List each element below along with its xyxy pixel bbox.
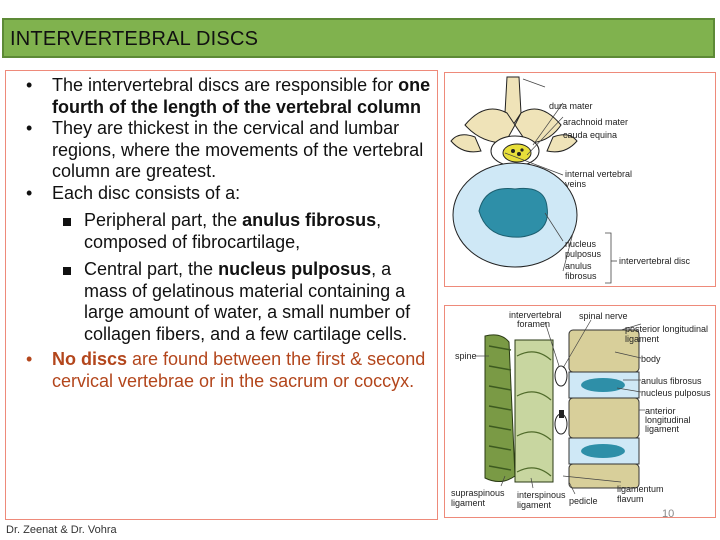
page-number: 10 [662,508,675,520]
sub-bullet-1-bold: anulus fibrosus [242,210,377,230]
sub-bullet-1-text: Peripheral part, the [84,210,243,230]
label-arachnoid-mater: arachnoid mater [563,117,629,127]
label-nucleus-2: pulposus [565,249,602,259]
label-pll-2: ligament [625,334,660,344]
label-spinal-nerve: spinal nerve [579,311,628,321]
bullet-dot: • [26,118,33,138]
square-bullet [63,218,71,226]
sub-bullet-2: Central part, the nucleus pulposus, a ma… [20,259,435,345]
footer-credit: Dr. Zeenat & Dr. Vohra [6,524,117,536]
label-all-3: ligament [645,424,680,434]
sagittal-section-illustration [475,319,645,495]
square-bullet [63,267,71,275]
label-anulus-1: anulus [565,261,592,271]
label-interspinous-1: interspinous [517,490,566,500]
label-pedicle: pedicle [569,496,598,506]
label-internal-veins-1: internal vertebral [565,169,633,179]
bullet-1-bold: one fourth of the length of the vertebra… [52,75,431,117]
sub-bullet-2-bold: nucleus pulposus [218,259,372,279]
sub-bullet-1: Peripheral part, the anulus fibrosus, co… [20,210,435,253]
label-all-2: longitudinal [645,415,691,425]
content-box [5,70,438,520]
sub-bullet-1-post: , composed of fibrocartilage, [84,210,382,252]
label-flavum-1: ligamentum [617,484,664,494]
bullet-1: • The intervertebral discs are responsib… [20,75,435,118]
label-foramen-1: intervertebral [509,310,562,320]
sub-bullet-2-post: , a mass of gelatinous material containi… [84,259,411,344]
label-spine: spine [455,351,477,361]
bullet-list: • The intervertebral discs are responsib… [20,75,435,392]
label-pll-1: posterior longitudinal [625,324,709,334]
figure-sagittal-section: intervertebral foramen spinal nerve post… [444,305,716,518]
disc-cross-section-illustration [450,76,617,284]
label-internal-veins-2: veins [565,179,587,189]
label-all-1: anterior [645,406,676,416]
label-anulus-2: fibrosus [565,271,597,281]
label-anulus-fibrosus: anulus fibrosus [641,376,702,386]
label-supraspinous-2: ligament [451,498,486,508]
bullet-3: • Each disc consists of a: [20,183,435,205]
label-intervertebral-disc: intervertebral disc [619,256,691,266]
title-bar: INTERVERTEBRAL DISCS [2,18,715,58]
label-nucleus-pulposus: nucleus pulposus [641,388,711,398]
sub-bullet-2-text: Central part, the [84,259,219,279]
bullet-dot: • [26,75,33,95]
label-foramen-2: foramen [517,319,551,329]
bullet-dot: • [26,349,33,369]
label-flavum-2: flavum [617,494,644,504]
figure-disc-cross-section: dura mater arachnoid mater cauda equina … [444,72,716,287]
bullet-2: • They are thickest in the cervical and … [20,118,435,183]
bullet-4: • No discs are found between the first &… [20,349,435,392]
label-supraspinous-1: supraspinous [451,488,505,498]
bullet-1-text: The intervertebral discs are responsible… [52,75,399,95]
label-interspinous-2: ligament [517,500,552,510]
slide-title: INTERVERTEBRAL DISCS [10,28,259,50]
label-body: body [641,354,661,364]
bullet-dot: • [26,182,33,203]
bullet-2-text: They are thickest in the cervical and lu… [52,118,424,181]
label-dura-mater: dura mater [549,101,593,111]
label-nucleus-1: nucleus [565,239,597,249]
bullet-4-text: are found between the first & second cer… [52,349,426,391]
label-cauda-equina: cauda equina [563,130,618,140]
bullet-4-bold: No discs [52,349,128,369]
bullet-3-text: Each disc consists of a: [52,182,241,203]
